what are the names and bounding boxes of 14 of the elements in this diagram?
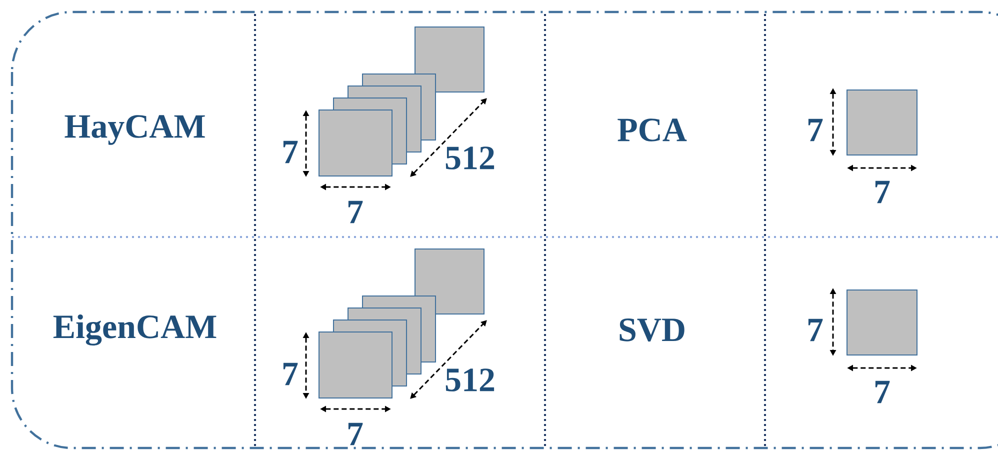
dimension-label: 7	[875, 380, 890, 404]
method-name: SVD	[620, 318, 684, 342]
dimension-label: 7	[348, 200, 363, 224]
dimension-label: 7	[875, 180, 890, 204]
method-name: EigenCAM	[53, 314, 216, 346]
dimension-label: 7	[348, 422, 363, 446]
dimension-label: 7	[808, 318, 823, 342]
dimension-label: 7	[808, 118, 823, 142]
dimension-label: 7	[283, 140, 298, 164]
method-name: HayCAM	[64, 115, 205, 145]
dimension-label: 512	[446, 146, 494, 170]
dimension-label: 512	[446, 368, 494, 392]
dimension-label: 7	[283, 362, 298, 386]
method-name: PCA	[618, 118, 687, 142]
